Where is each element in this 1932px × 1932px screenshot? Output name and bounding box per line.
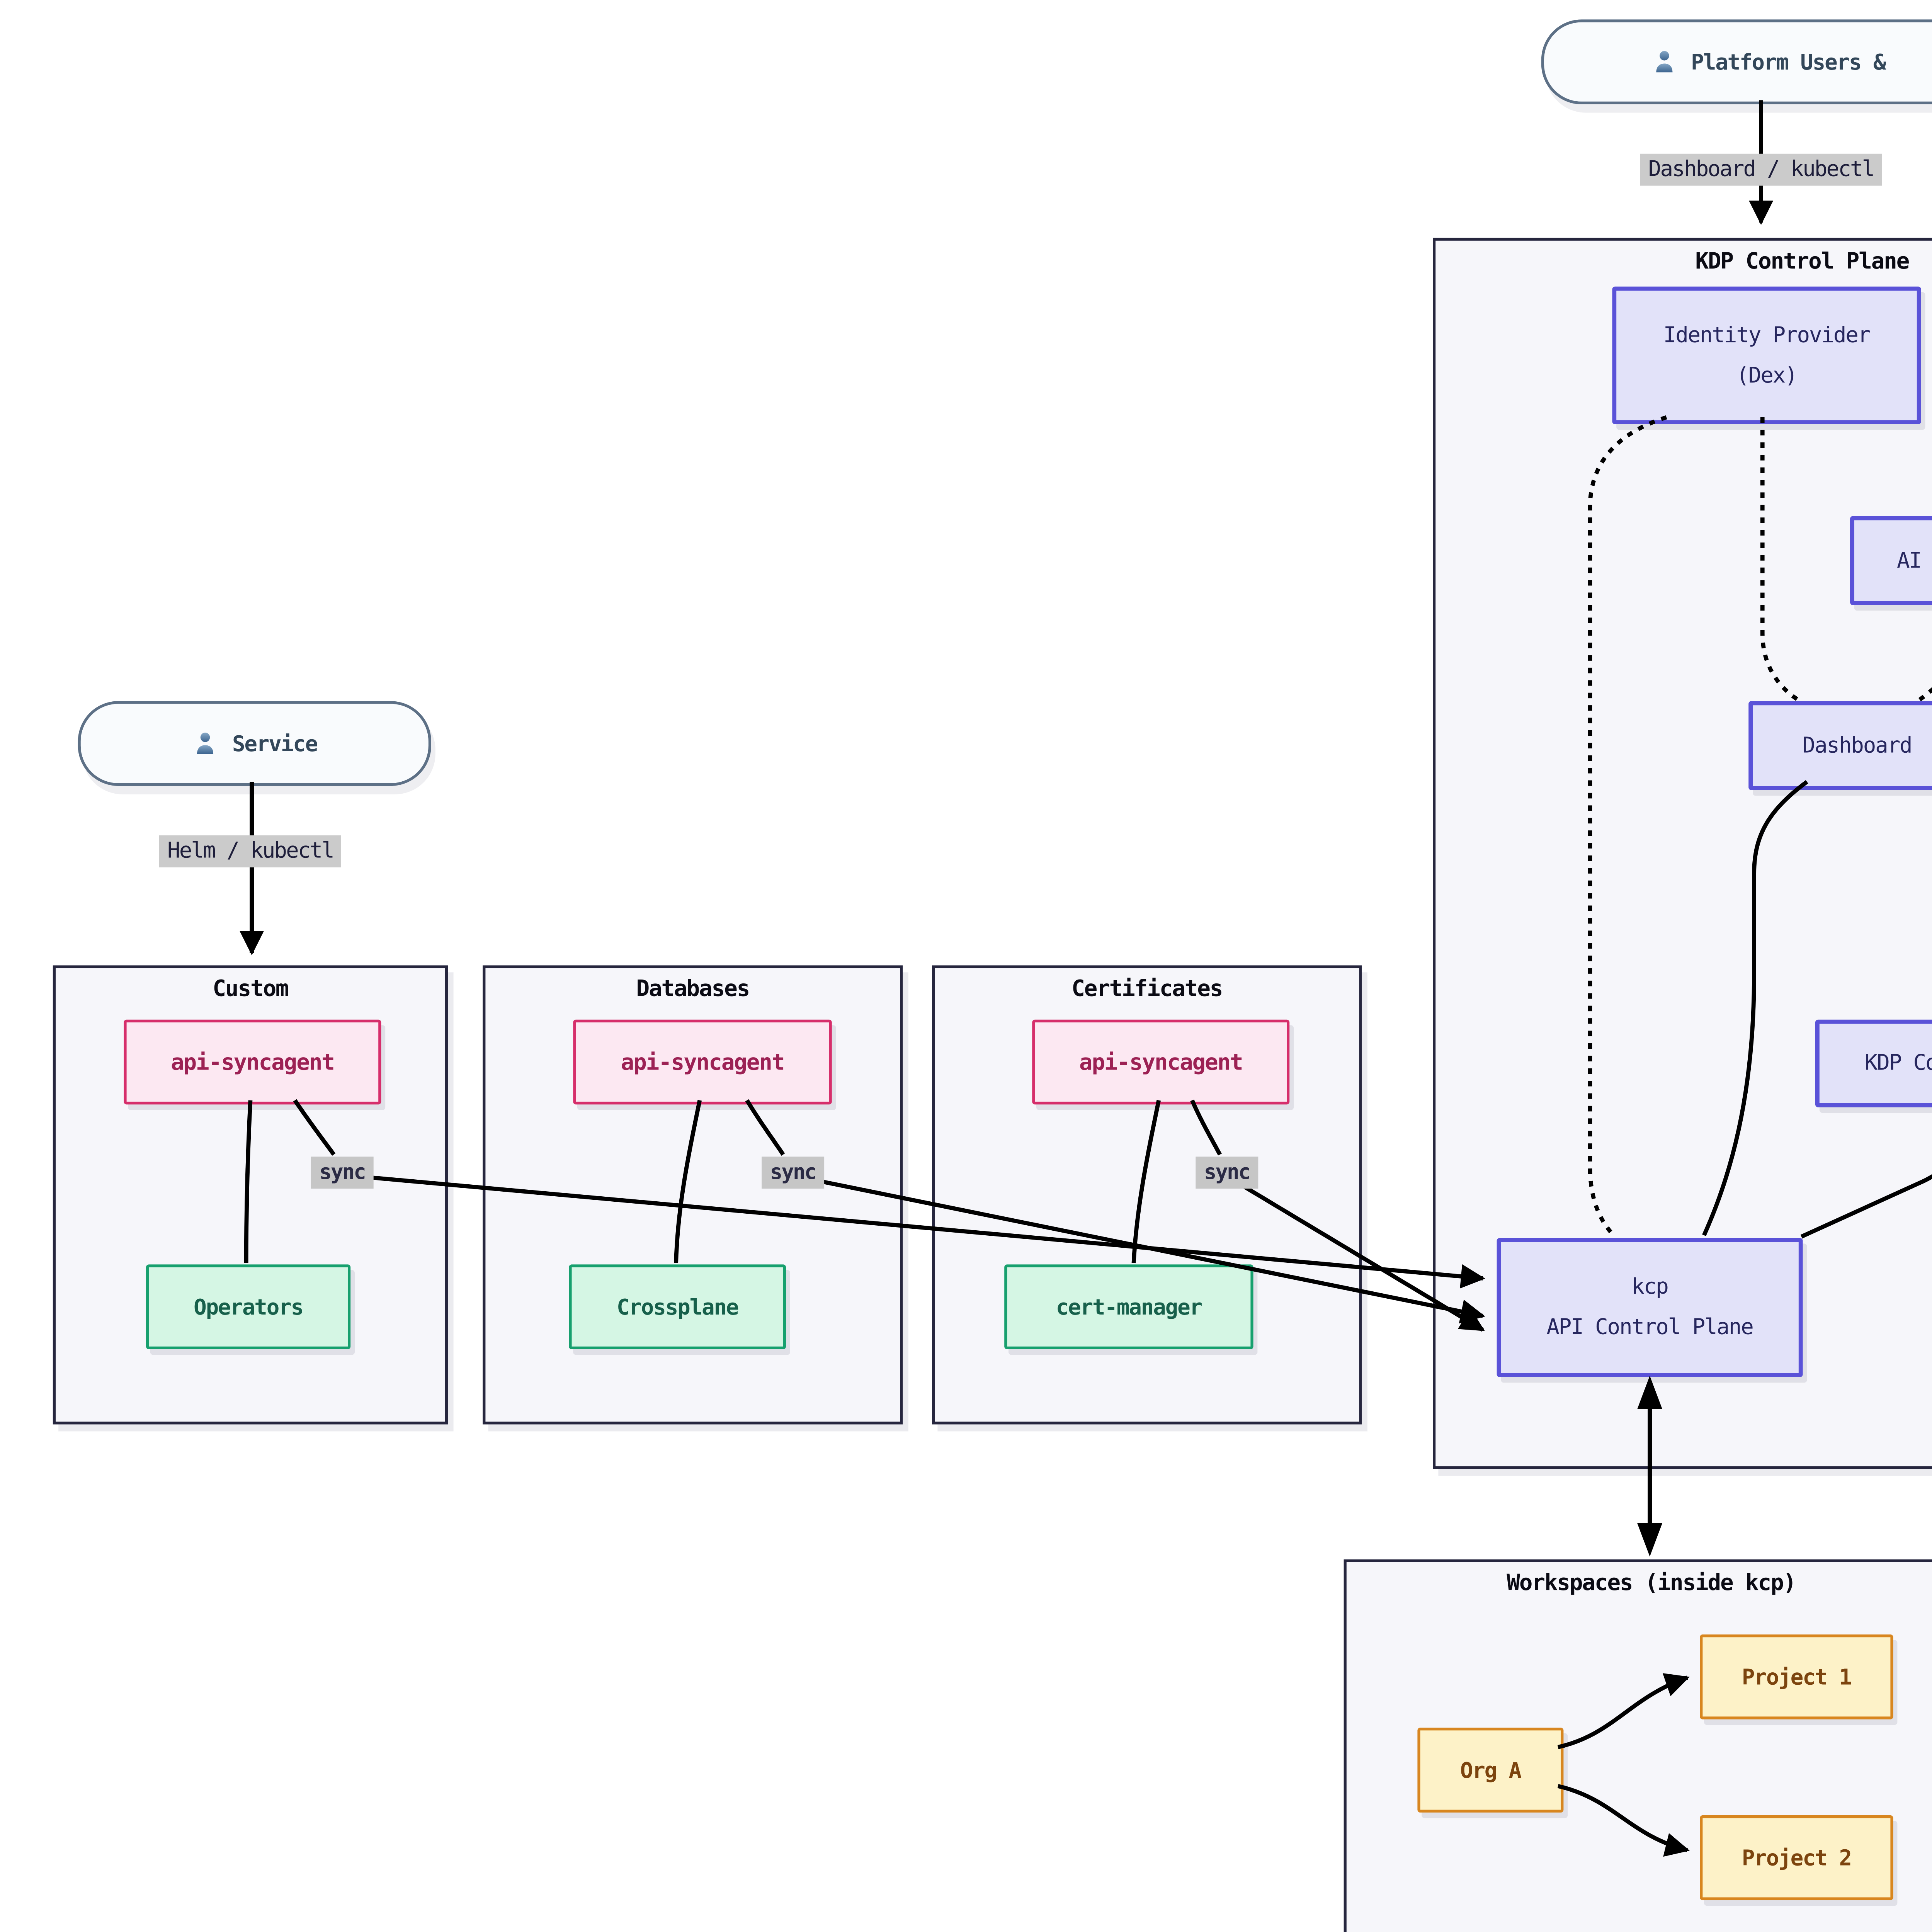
kdp-controllers-label: KDP Controllers	[1864, 1050, 1932, 1075]
node-operators: Operators	[146, 1264, 351, 1349]
dashboard-label: Dashboard	[1802, 732, 1913, 758]
node-api-syncagent-databases: api-syncagent	[573, 1019, 832, 1105]
operators-label: Operators	[194, 1294, 304, 1320]
node-project-1: Project 1	[1700, 1634, 1893, 1719]
edge-label-dashboard-kubectl: Dashboard / kubectl	[1640, 153, 1882, 186]
node-api-syncagent-custom: api-syncagent	[124, 1019, 381, 1105]
sync-custom-text: sync	[319, 1159, 366, 1185]
crossplane-label: Crossplane	[616, 1294, 739, 1320]
subgraph-custom-title: Custom	[213, 975, 289, 1002]
helm-kubectl-text: Helm / kubectl	[167, 838, 335, 863]
subgraph-databases-title: Databases	[636, 975, 750, 1002]
api-syncagent-databases-label: api-syncagent	[621, 1049, 785, 1075]
workspaces-title: Workspaces (inside kcp)	[1507, 1569, 1796, 1596]
edge-label-sync-certificates: sync	[1196, 1156, 1259, 1189]
edge-label-helm-kubectl: Helm / kubectl	[159, 835, 342, 867]
kdp-container-title: KDP Control Plane	[1695, 247, 1910, 274]
node-api-syncagent-certificates: api-syncagent	[1032, 1019, 1290, 1105]
node-project-2: Project 2	[1700, 1815, 1893, 1900]
platform-users-label: Platform Users &	[1691, 49, 1886, 75]
ai-assistant-label: AI Assistant	[1896, 547, 1932, 573]
sync-databases-text: sync	[770, 1159, 817, 1185]
node-identity-provider: Identity Provider (Dex)	[1612, 286, 1921, 424]
dashboard-kubectl-text: Dashboard / kubectl	[1648, 156, 1875, 182]
node-kcp-api-control-plane: kcp API Control Plane	[1497, 1238, 1803, 1377]
edge-kcp-workspaces-arrow-down	[1637, 1523, 1662, 1557]
org-a-label: Org A	[1460, 1757, 1522, 1783]
service-label: Service	[232, 731, 318, 756]
service-actor: Service	[78, 701, 432, 786]
edge-label-sync-databases: sync	[762, 1156, 824, 1189]
project-2-label: Project 2	[1742, 1845, 1852, 1871]
identity-provider-line1: Identity Provider	[1663, 322, 1871, 347]
identity-provider-line2: (Dex)	[1736, 362, 1798, 388]
sync-certificates-text: sync	[1204, 1159, 1251, 1185]
api-syncagent-certificates-label: api-syncagent	[1079, 1049, 1243, 1075]
kcp-line1: kcp	[1631, 1274, 1669, 1299]
kcp-line2: API Control Plane	[1546, 1315, 1754, 1340]
node-dashboard: Dashboard	[1748, 701, 1932, 790]
user-icon	[197, 732, 213, 754]
platform-users-actor: Platform Users &	[1541, 19, 1932, 105]
edge-label-sync-custom: sync	[311, 1156, 374, 1189]
user-icon	[1656, 51, 1672, 73]
subgraph-certificates-title: Certificates	[1071, 975, 1223, 1002]
node-org-a: Org A	[1417, 1728, 1564, 1813]
cert-manager-label: cert-manager	[1056, 1294, 1202, 1320]
node-ai-assistant: AI Assistant	[1850, 516, 1932, 605]
node-cert-manager: cert-manager	[1004, 1264, 1253, 1349]
node-crossplane: Crossplane	[569, 1264, 786, 1349]
node-kdp-controllers: KDP Controllers	[1815, 1019, 1932, 1107]
api-syncagent-custom-label: api-syncagent	[171, 1049, 335, 1075]
project-1-label: Project 1	[1742, 1664, 1852, 1690]
